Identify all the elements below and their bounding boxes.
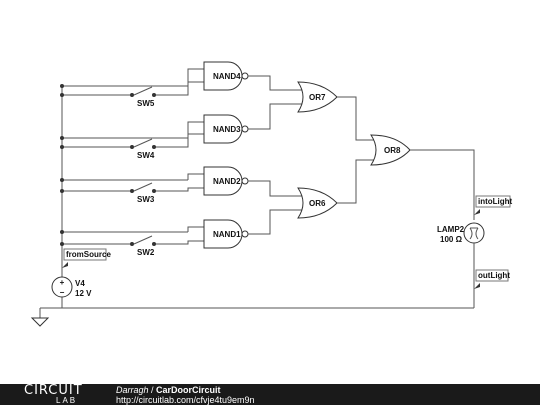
lamp2-symbol xyxy=(463,222,485,244)
v4-plus-sign: + xyxy=(60,278,65,287)
or6-label: OR6 xyxy=(309,199,326,208)
or6-output-wire xyxy=(337,159,378,204)
sw4-blade[interactable] xyxy=(133,138,153,148)
logo-text-circuit: CIRCUIT xyxy=(24,383,83,398)
or8-output-wire xyxy=(410,149,475,220)
out-light-net-label xyxy=(475,269,509,282)
sw5-contact-right xyxy=(152,93,156,97)
or8-gate xyxy=(370,134,411,166)
nand2-input-a-wire xyxy=(187,173,204,180)
from-source-net-label xyxy=(63,248,107,261)
nand4-bubble xyxy=(241,72,249,80)
sw2-blade[interactable] xyxy=(133,235,153,245)
or6-gate xyxy=(297,187,338,219)
sw3-contact-left xyxy=(130,189,134,193)
nand1-label: NAND1 xyxy=(213,230,241,239)
circuit-url-link[interactable]: http://circuitlab.com/cfvje4tu9em9n xyxy=(116,395,255,405)
junction-dot xyxy=(60,136,64,140)
nand2-input-b-wire xyxy=(154,187,204,192)
logo-text-lab: LAB xyxy=(56,396,78,405)
junction-dot xyxy=(60,230,64,234)
nand4-label: NAND4 xyxy=(213,72,241,81)
sw3-contact-right xyxy=(152,189,156,193)
sw5-contact-left xyxy=(130,93,134,97)
junction-dot xyxy=(60,178,64,182)
ground-symbol xyxy=(30,317,50,327)
or8-label: OR8 xyxy=(384,146,401,155)
nand3-input-a-wire xyxy=(187,121,204,138)
sw3-blade[interactable] xyxy=(133,182,153,192)
lamp2-filament xyxy=(469,227,479,240)
nand3-input-b-wire xyxy=(154,133,204,148)
nand2-label: NAND2 xyxy=(213,177,241,186)
circuit-schematic: + − fromSource intoLight outLight NAND4 … xyxy=(30,61,513,327)
junction-dot xyxy=(60,84,64,88)
nand1-bubble xyxy=(241,230,249,238)
nand4-input-b-wire xyxy=(154,81,204,96)
sw5-label: SW5 xyxy=(137,99,155,108)
from-source-flag-icon xyxy=(62,262,68,268)
footer-bar: CIRCUIT LAB Darragh / CarDoorCircuit htt… xyxy=(0,384,540,405)
out-light-flag-icon xyxy=(474,283,480,289)
or7-label: OR7 xyxy=(309,93,326,102)
nand2-output-wire xyxy=(248,180,304,197)
or7-gate xyxy=(297,81,338,113)
into-light-net-label xyxy=(475,195,511,208)
sw2-contact-left xyxy=(130,242,134,246)
lamp2-value-label: 100 Ω xyxy=(440,235,463,244)
nand2-bubble xyxy=(241,177,249,185)
junction-dot xyxy=(60,145,64,149)
sw5-blade[interactable] xyxy=(133,86,153,96)
circuitlab-logo[interactable]: CIRCUIT LAB xyxy=(22,384,97,405)
v4-minus-sign: − xyxy=(60,288,65,297)
sw4-contact-left xyxy=(130,145,134,149)
nand3-output-wire xyxy=(248,103,304,130)
junction-dot xyxy=(60,189,64,193)
nand1-input-a-wire xyxy=(187,226,204,232)
nand4-output-wire xyxy=(248,75,304,91)
author-name[interactable]: Darragh xyxy=(116,385,149,395)
sw3-label: SW3 xyxy=(137,195,155,204)
or7-output-wire xyxy=(337,96,378,141)
junction-dot xyxy=(60,242,64,246)
sw4-label: SW4 xyxy=(137,151,155,160)
sw2-label: SW2 xyxy=(137,248,155,257)
into-light-flag-icon xyxy=(474,209,480,215)
circuit-title[interactable]: CarDoorCircuit xyxy=(156,385,221,395)
sw2-contact-right xyxy=(152,242,156,246)
nand4-input-a-wire xyxy=(187,68,204,86)
junction-dot xyxy=(60,93,64,97)
from-source-net-text: fromSource xyxy=(66,250,111,259)
v4-source-symbol xyxy=(51,276,73,298)
v4-value-label: 12 V xyxy=(75,289,92,298)
nand1-input-b-wire xyxy=(154,240,204,245)
byline: Darragh / CarDoorCircuit xyxy=(116,385,221,395)
nand1-output-wire xyxy=(248,209,304,235)
nand3-label: NAND3 xyxy=(213,125,241,134)
out-light-net-text: outLight xyxy=(478,271,510,280)
lamp2-name-label: LAMP2 xyxy=(437,225,465,234)
byline-separator: / xyxy=(148,385,157,395)
nand3-bubble xyxy=(241,125,249,133)
sw4-contact-right xyxy=(152,145,156,149)
v4-name-label: V4 xyxy=(75,279,85,288)
into-light-net-text: intoLight xyxy=(478,197,513,206)
